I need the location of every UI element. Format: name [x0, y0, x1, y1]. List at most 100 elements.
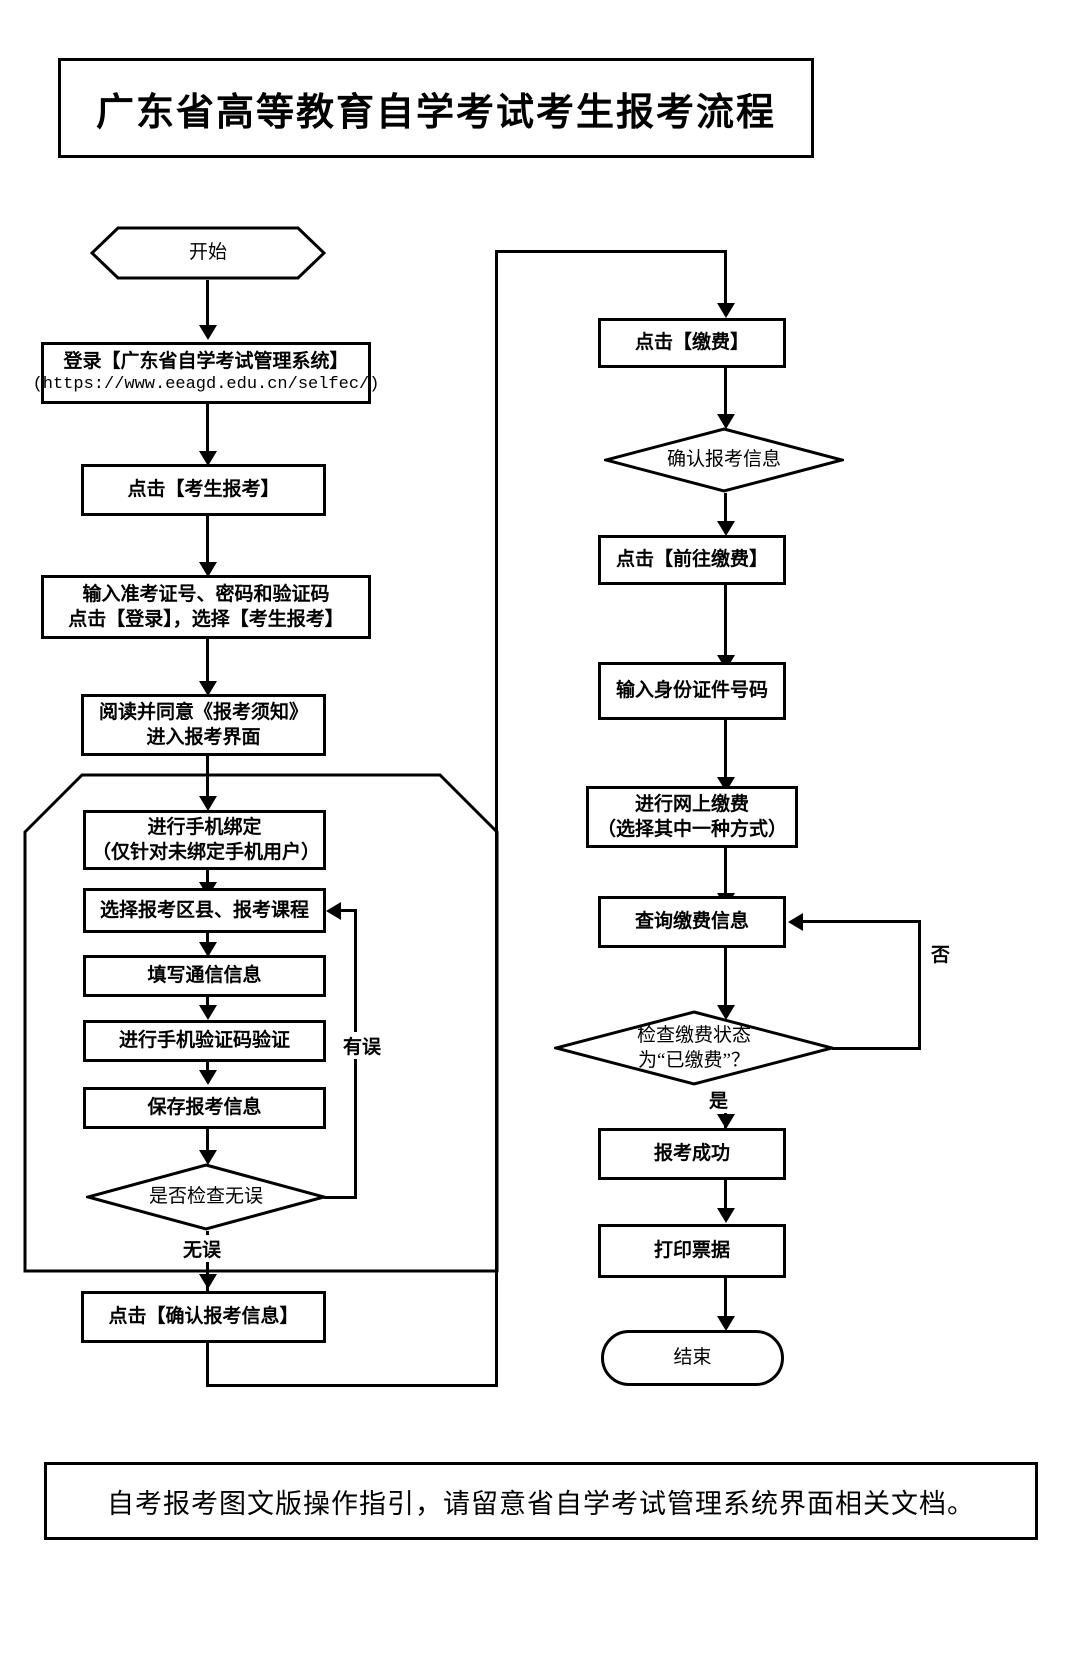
node-bind-phone-label: 进行手机绑定 （仅针对未绑定手机用户）	[92, 816, 321, 863]
arrowhead-login-to-clickregister	[199, 451, 217, 466]
node-login-system: 登录【广东省自学考试管理系统】 (https://www.eeagd.edu.c…	[33, 342, 379, 404]
edge-bindphone-to-selectdistrict	[206, 870, 209, 884]
edge-sms-to-save	[206, 1062, 209, 1072]
arrowhead-sms-to-save	[199, 1070, 217, 1085]
node-start-label: 开始	[188, 242, 227, 264]
edge-contact-to-sms	[206, 997, 209, 1007]
node-select-district-course-label: 选择报考区县、报考课程	[99, 899, 309, 921]
node-enter-id-number: 输入身份证件号码	[598, 662, 786, 720]
node-click-goto-pay: 点击【前往缴费】	[598, 535, 786, 585]
edge-success-to-print	[724, 1180, 727, 1212]
node-confirm-exam-info: 确认报考信息	[604, 427, 844, 493]
title-banner: 广东省高等教育自学考试考生报考流程	[58, 58, 814, 158]
node-end-label: 结束	[673, 1347, 712, 1369]
node-check-decision: 是否检查无误	[86, 1163, 326, 1231]
node-registration-success: 报考成功	[598, 1128, 786, 1180]
arrowhead-notice-to-bindphone	[199, 796, 217, 811]
node-read-notice: 阅读并同意《报考须知》 进入报考界面	[81, 694, 326, 756]
node-check-decision-label: 是否检查无误	[148, 1186, 263, 1208]
node-confirm-registration-info-label: 点击【确认报考信息】	[108, 1306, 299, 1328]
arrowhead-selectdistrict-to-contact	[199, 942, 217, 957]
node-confirm-registration-info: 点击【确认报考信息】	[81, 1291, 326, 1343]
arrowhead-no-loop	[788, 913, 803, 931]
edge-label-error: 有误	[340, 1032, 385, 1059]
edge-querypay-to-statusdecision	[724, 948, 727, 1008]
edge-credentials-to-notice	[206, 639, 209, 683]
edge-clickregister-to-credentials	[206, 516, 209, 564]
node-payment-status-decision-label: 检查缴费状态 为“已缴费”？	[636, 1024, 751, 1071]
arrowhead-into-clickpay	[717, 303, 735, 318]
node-read-notice-label: 阅读并同意《报考须知》 进入报考界面	[98, 701, 308, 748]
arrowhead-error-loop	[326, 902, 341, 920]
node-fill-contact-info-label: 填写通信信息	[147, 965, 262, 987]
node-online-payment-label: 进行网上缴费 （选择其中一种方式）	[596, 793, 787, 840]
node-click-pay: 点击【缴费】	[598, 318, 786, 368]
edge-error-loop-h-bottom	[324, 1196, 357, 1199]
node-fill-contact-info: 填写通信信息	[83, 955, 326, 997]
node-verify-sms-code: 进行手机验证码验证	[83, 1020, 326, 1062]
node-print-receipt: 打印票据	[598, 1224, 786, 1278]
arrowhead-clickregister-to-credentials	[199, 562, 217, 577]
arrowhead-print-to-end	[717, 1316, 735, 1331]
node-confirm-exam-info-label: 确认报考信息	[666, 449, 781, 471]
edge-no-loop-h-bottom	[832, 1047, 921, 1050]
edge-no-loop-v	[918, 920, 921, 1050]
node-click-candidate-register: 点击【考生报考】	[81, 464, 326, 516]
arrowhead-querypay-to-statusdecision	[717, 1005, 735, 1020]
node-online-payment: 进行网上缴费 （选择其中一种方式）	[586, 786, 798, 848]
node-click-pay-label: 点击【缴费】	[634, 332, 749, 354]
edge-save-to-checkdecision	[206, 1129, 209, 1153]
edge-print-to-end	[724, 1278, 727, 1320]
node-end: 结束	[601, 1330, 784, 1386]
edge-start-to-login	[206, 280, 209, 327]
arrowhead-start-to-login	[199, 325, 217, 340]
arrowhead-success-to-print	[717, 1208, 735, 1223]
arrowhead-credentials-to-notice	[199, 681, 217, 696]
node-login-system-label: 登录【广东省自学考试管理系统】	[63, 351, 349, 373]
edge-no-loop-h-top	[802, 920, 921, 923]
arrowhead-save-to-checkdecision	[199, 1150, 217, 1165]
node-save-registration-info: 保存报考信息	[83, 1087, 326, 1129]
edge-confirm-up	[495, 250, 498, 1387]
node-enter-id-number-label: 输入身份证件号码	[615, 680, 768, 702]
footer-banner: 自考报考图文版操作指引，请留意省自学考试管理系统界面相关文档。	[44, 1462, 1038, 1540]
edge-login-to-clickregister	[206, 404, 209, 453]
edge-confirm-right	[206, 1384, 498, 1387]
arrowhead-noerror-to-confirm	[199, 1274, 217, 1289]
edge-label-yes: 是	[706, 1086, 732, 1113]
node-registration-success-label: 报考成功	[653, 1143, 730, 1165]
footer-note: 自考报考图文版操作指引，请留意省自学考试管理系统界面相关文档。	[107, 1488, 975, 1519]
edge-noerror-v2	[206, 1272, 209, 1307]
edge-notice-to-bindphone	[206, 756, 209, 798]
node-enter-credentials: 输入准考证号、密码和验证码 点击【登录】，选择【考生报考】	[41, 575, 371, 639]
edge-onlinepay-to-querypay	[724, 848, 727, 896]
node-click-candidate-register-label: 点击【考生报考】	[127, 479, 280, 501]
node-query-payment-info: 查询缴费信息	[598, 896, 786, 948]
edge-selectdistrict-to-contact	[206, 933, 209, 945]
node-login-system-url: (https://www.eeagd.edu.cn/selfec/)	[32, 375, 380, 395]
node-select-district-course: 选择报考区县、报考课程	[83, 888, 326, 933]
node-click-goto-pay-label: 点击【前往缴费】	[615, 549, 768, 571]
node-query-payment-info-label: 查询缴费信息	[634, 911, 749, 933]
arrowhead-clickpay-to-confirmexam	[717, 414, 735, 429]
edge-confirm-top-right	[495, 250, 727, 253]
arrowhead-yes-to-success	[717, 1114, 735, 1129]
arrowhead-contact-to-sms	[199, 1005, 217, 1020]
edge-confirm-down	[206, 1343, 209, 1387]
edge-label-no: 否	[928, 940, 954, 967]
node-bind-phone: 进行手机绑定 （仅针对未绑定手机用户）	[83, 810, 326, 870]
edge-confirmexam-to-gotopay	[724, 493, 727, 533]
node-payment-status-decision: 检查缴费状态 为“已缴费”？	[554, 1010, 834, 1086]
node-start: 开始	[90, 226, 326, 280]
node-save-registration-info-label: 保存报考信息	[147, 1097, 262, 1119]
node-print-receipt-label: 打印票据	[653, 1240, 730, 1262]
edge-clickpay-to-confirmexam	[724, 368, 727, 416]
page-title: 广东省高等教育自学考试考生报考流程	[95, 91, 776, 134]
arrowhead-confirmexam-to-gotopay	[717, 521, 735, 536]
edge-error-loop-h-top	[340, 909, 357, 912]
edge-label-no-error: 无误	[180, 1235, 225, 1262]
node-enter-credentials-label: 输入准考证号、密码和验证码 点击【登录】，选择【考生报考】	[68, 583, 344, 630]
edge-into-clickpay	[724, 250, 727, 308]
edge-idnumber-to-onlinepay	[724, 720, 727, 782]
